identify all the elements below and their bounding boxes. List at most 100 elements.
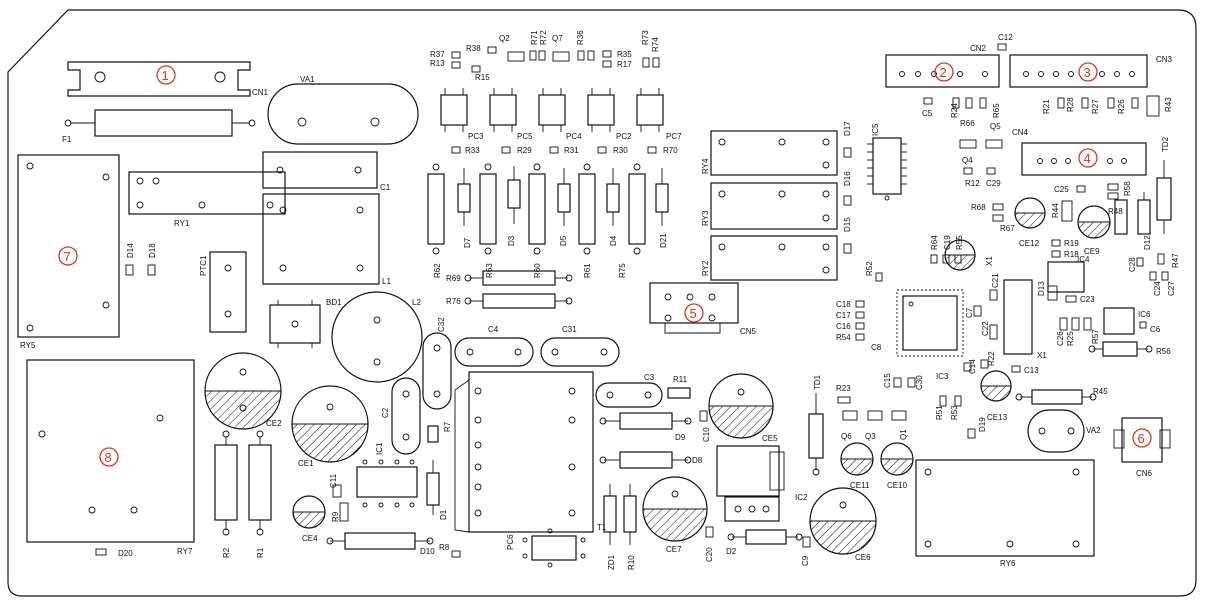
label-r29: R29 xyxy=(517,146,532,155)
diode-d2: D2 xyxy=(726,529,803,556)
resistor-r21: R21 xyxy=(1042,97,1065,114)
label-ry3: RY3 xyxy=(701,210,710,226)
label-r67: R67 xyxy=(1000,224,1015,233)
capacitor-c15: C15 xyxy=(883,373,902,388)
label-c12: C12 xyxy=(998,33,1013,42)
label-pc5: PC5 xyxy=(517,132,533,141)
label-ce4: CE4 xyxy=(302,534,318,543)
resistor-r23: R23 xyxy=(836,384,851,404)
label-r51: R51 xyxy=(935,405,944,420)
zone-marker-6: 6 xyxy=(1132,428,1152,448)
label-r65: R65 xyxy=(992,103,1001,118)
label-r2: R2 xyxy=(222,547,231,558)
label-ptc1: PTC1 xyxy=(199,255,208,276)
capacitor-c25: C25 xyxy=(1054,185,1086,194)
label-t1: T1 xyxy=(597,523,607,532)
connector-cn6: CN6 xyxy=(1113,417,1171,478)
zener-zd1: ZD1 xyxy=(603,484,617,570)
resistor-r76: R76 xyxy=(446,293,573,309)
label-f1: F1 xyxy=(62,135,72,144)
label-c29: C29 xyxy=(986,179,1001,188)
capacitor-ce9: CE9 xyxy=(1077,205,1111,256)
label-ic6: IC6 xyxy=(1138,310,1151,319)
label-d8: D8 xyxy=(692,456,703,465)
label-c2: C2 xyxy=(381,407,390,418)
relay-ry7: RY7 xyxy=(26,359,195,556)
board-outline xyxy=(7,9,1197,597)
label-r58: R58 xyxy=(1123,181,1132,196)
zone-marker-2: 2 xyxy=(934,62,954,82)
label-c18: C18 xyxy=(836,300,851,309)
thermal-td2: TD2 xyxy=(1156,136,1172,234)
label-r76: R76 xyxy=(446,297,461,306)
capacitor-c11: C11 xyxy=(329,473,342,498)
diode-d20: D20 xyxy=(95,548,133,558)
capacitor-ce11: CE11 xyxy=(840,442,874,490)
capacitor-c13: C13 xyxy=(1011,365,1039,375)
capacitor-c7: C7 xyxy=(965,305,982,318)
resistor-r37: R37 xyxy=(430,50,461,59)
label-c22: C22 xyxy=(981,321,990,336)
label-c25: C25 xyxy=(1054,185,1069,194)
label-r18: R18 xyxy=(1064,250,1079,259)
resistor-r9: R9 xyxy=(331,502,349,522)
label-d20: D20 xyxy=(118,549,133,558)
inductor-l2: L2 xyxy=(331,291,423,383)
label-d1: D1 xyxy=(439,509,448,520)
optocoupler-pc2: PC2 xyxy=(587,88,632,141)
label-ry1: RY1 xyxy=(174,219,190,228)
resistor-r2: R2 xyxy=(214,430,238,558)
label-r21: R21 xyxy=(1042,99,1051,114)
label-cn6: CN6 xyxy=(1136,469,1153,478)
relay-ry3: RY3 xyxy=(701,182,838,230)
diode-d16: D16 xyxy=(843,171,852,206)
resistor-r44: R44 xyxy=(1051,200,1073,222)
resistor-r15: R15 xyxy=(471,65,490,82)
label-q1: Q1 xyxy=(899,429,908,440)
label-ce12: CE12 xyxy=(1019,239,1040,248)
bridge-bd1: BD1 xyxy=(269,298,342,348)
label-c21: C21 xyxy=(991,273,1000,288)
label-ic1: IC1 xyxy=(375,442,384,455)
label-d3: D3 xyxy=(507,235,516,246)
resistor-r27: R27 xyxy=(1091,97,1115,114)
resistor-r57: R57 xyxy=(1091,329,1100,344)
label-bd1: BD1 xyxy=(326,298,342,307)
diode-d4: D4 xyxy=(606,168,620,246)
diode-d19: D19 xyxy=(967,417,987,439)
connector-cn2: CN2 xyxy=(885,44,1000,88)
resistor-r10: R10 xyxy=(623,484,637,570)
capacitor-c29: C29 xyxy=(986,167,1001,188)
label-c19: C19 xyxy=(943,235,952,250)
svg-text:8: 8 xyxy=(105,450,112,465)
varistor-va1: VA1 xyxy=(267,75,419,145)
resistor-r73: R73 xyxy=(641,30,650,68)
svg-text:4: 4 xyxy=(1084,151,1091,166)
diode-d21: D21 xyxy=(655,168,669,248)
label-d17: D17 xyxy=(843,121,852,136)
resistor-r54: R54 xyxy=(836,333,865,342)
capacitor-c22: C22 xyxy=(981,321,998,340)
label-ry5: RY5 xyxy=(20,341,36,350)
capacitor-ce6: CE6 xyxy=(809,487,877,562)
zone-marker-5: 5 xyxy=(684,303,704,323)
resistor-r31: R31 xyxy=(549,146,579,155)
svg-text:7: 7 xyxy=(64,249,71,264)
label-td2: TD2 xyxy=(1161,136,1170,152)
label-cn1: CN1 xyxy=(252,88,269,97)
transistor-q7: Q7 xyxy=(552,34,570,62)
label-ce1: CE1 xyxy=(298,459,314,468)
capacitor-c9: C9 xyxy=(801,536,811,566)
resistor-r66: R66 xyxy=(960,97,975,128)
label-ce5: CE5 xyxy=(762,434,778,443)
label-r8: R8 xyxy=(439,543,450,552)
label-r55: R55 xyxy=(955,235,964,250)
label-r64: R64 xyxy=(930,235,939,250)
label-r72: R72 xyxy=(539,30,548,45)
capacitor-c3: C3 xyxy=(595,373,663,408)
capacitor-ce3 xyxy=(944,239,976,271)
label-c30: C30 xyxy=(915,375,924,390)
svg-text:6: 6 xyxy=(1138,431,1145,446)
label-r15: R15 xyxy=(475,73,490,82)
resistor-r25: R25 xyxy=(1066,317,1080,346)
